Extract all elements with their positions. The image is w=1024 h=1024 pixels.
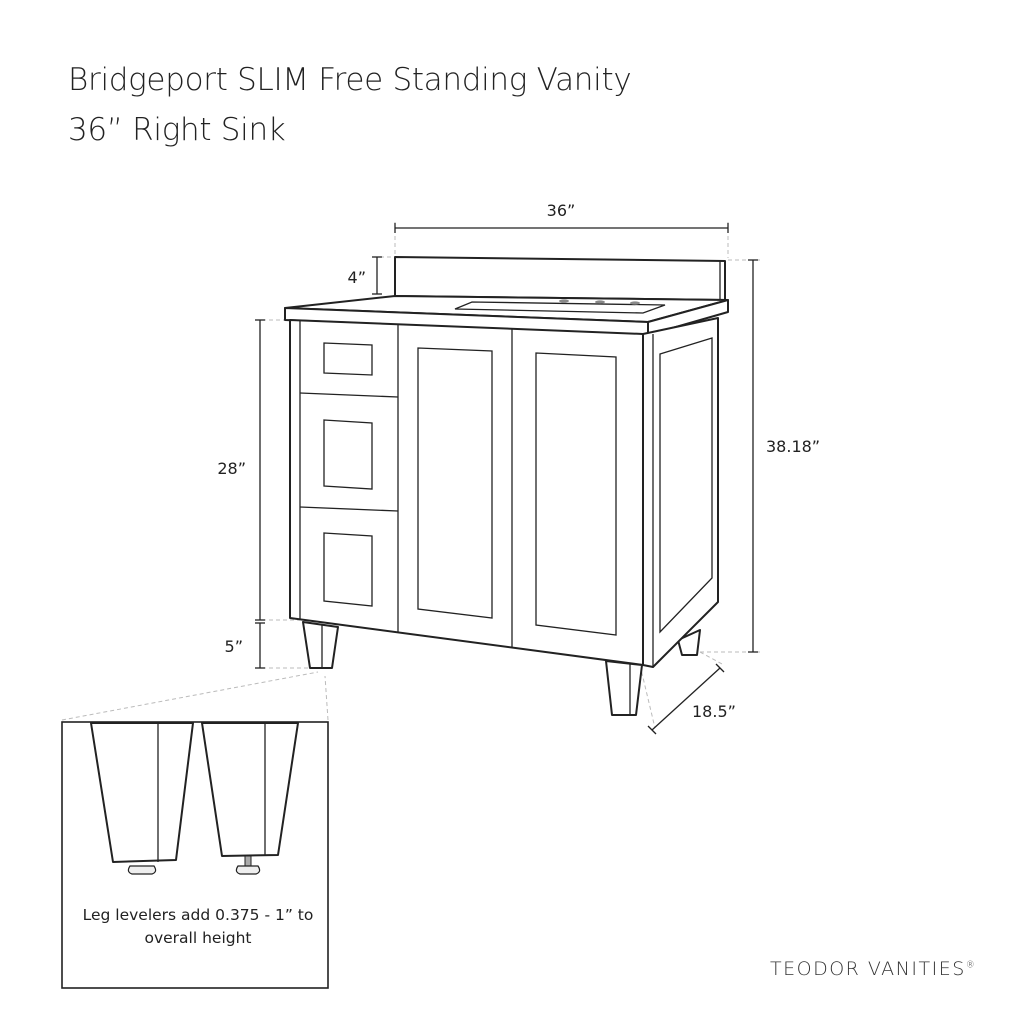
total-height-label: 38.18” bbox=[766, 437, 820, 456]
back-leg bbox=[677, 629, 701, 656]
leveler-foot-extended-icon bbox=[235, 865, 261, 875]
leg-detail-extended bbox=[201, 722, 299, 857]
countertop-side-edge bbox=[647, 299, 729, 336]
side-panel bbox=[659, 337, 713, 634]
sink bbox=[454, 301, 666, 314]
leg-leveler-inset: Leg levelers add 0.375 - 1” to overall h… bbox=[61, 671, 329, 989]
door-left-panel bbox=[417, 347, 493, 619]
leg-detail-retracted bbox=[90, 722, 194, 863]
front-right-leg bbox=[605, 660, 643, 716]
dimension-leg-height: 5” bbox=[225, 622, 265, 669]
drawer-2-panel bbox=[323, 419, 373, 490]
cabinet-height-label: 28” bbox=[217, 459, 246, 478]
drawer-1-panel bbox=[323, 342, 373, 376]
leveler-foot-icon bbox=[127, 865, 157, 875]
front-left-leg bbox=[302, 621, 339, 669]
product-subtitle: 36” Right Sink bbox=[68, 112, 286, 148]
dimension-total-height: 38.18” bbox=[748, 259, 820, 653]
dimension-backsplash: 4” bbox=[348, 256, 382, 295]
vanity-illustration bbox=[284, 256, 729, 716]
product-title: Bridgeport SLIM Free Standing Vanity bbox=[68, 62, 632, 98]
drawer-3-panel bbox=[323, 532, 373, 607]
cabinet-front bbox=[289, 319, 644, 666]
width-label: 36” bbox=[547, 201, 576, 220]
backsplash-label: 4” bbox=[348, 268, 366, 287]
depth-label: 18.5” bbox=[692, 702, 736, 721]
door-right-panel bbox=[535, 352, 617, 636]
dimension-cabinet-height: 28” bbox=[217, 319, 265, 621]
inset-note-line1: Leg levelers add 0.375 - 1” to bbox=[83, 906, 314, 924]
backsplash bbox=[394, 256, 726, 301]
cabinet-side bbox=[642, 317, 719, 668]
leg-height-label: 5” bbox=[225, 637, 243, 656]
inset-note-line2: overall height bbox=[144, 929, 251, 947]
brand-logo: TEODOR VANITIES® bbox=[770, 958, 977, 980]
dimension-depth: 18.5” bbox=[647, 663, 736, 735]
dimension-width: 36” bbox=[394, 201, 729, 233]
